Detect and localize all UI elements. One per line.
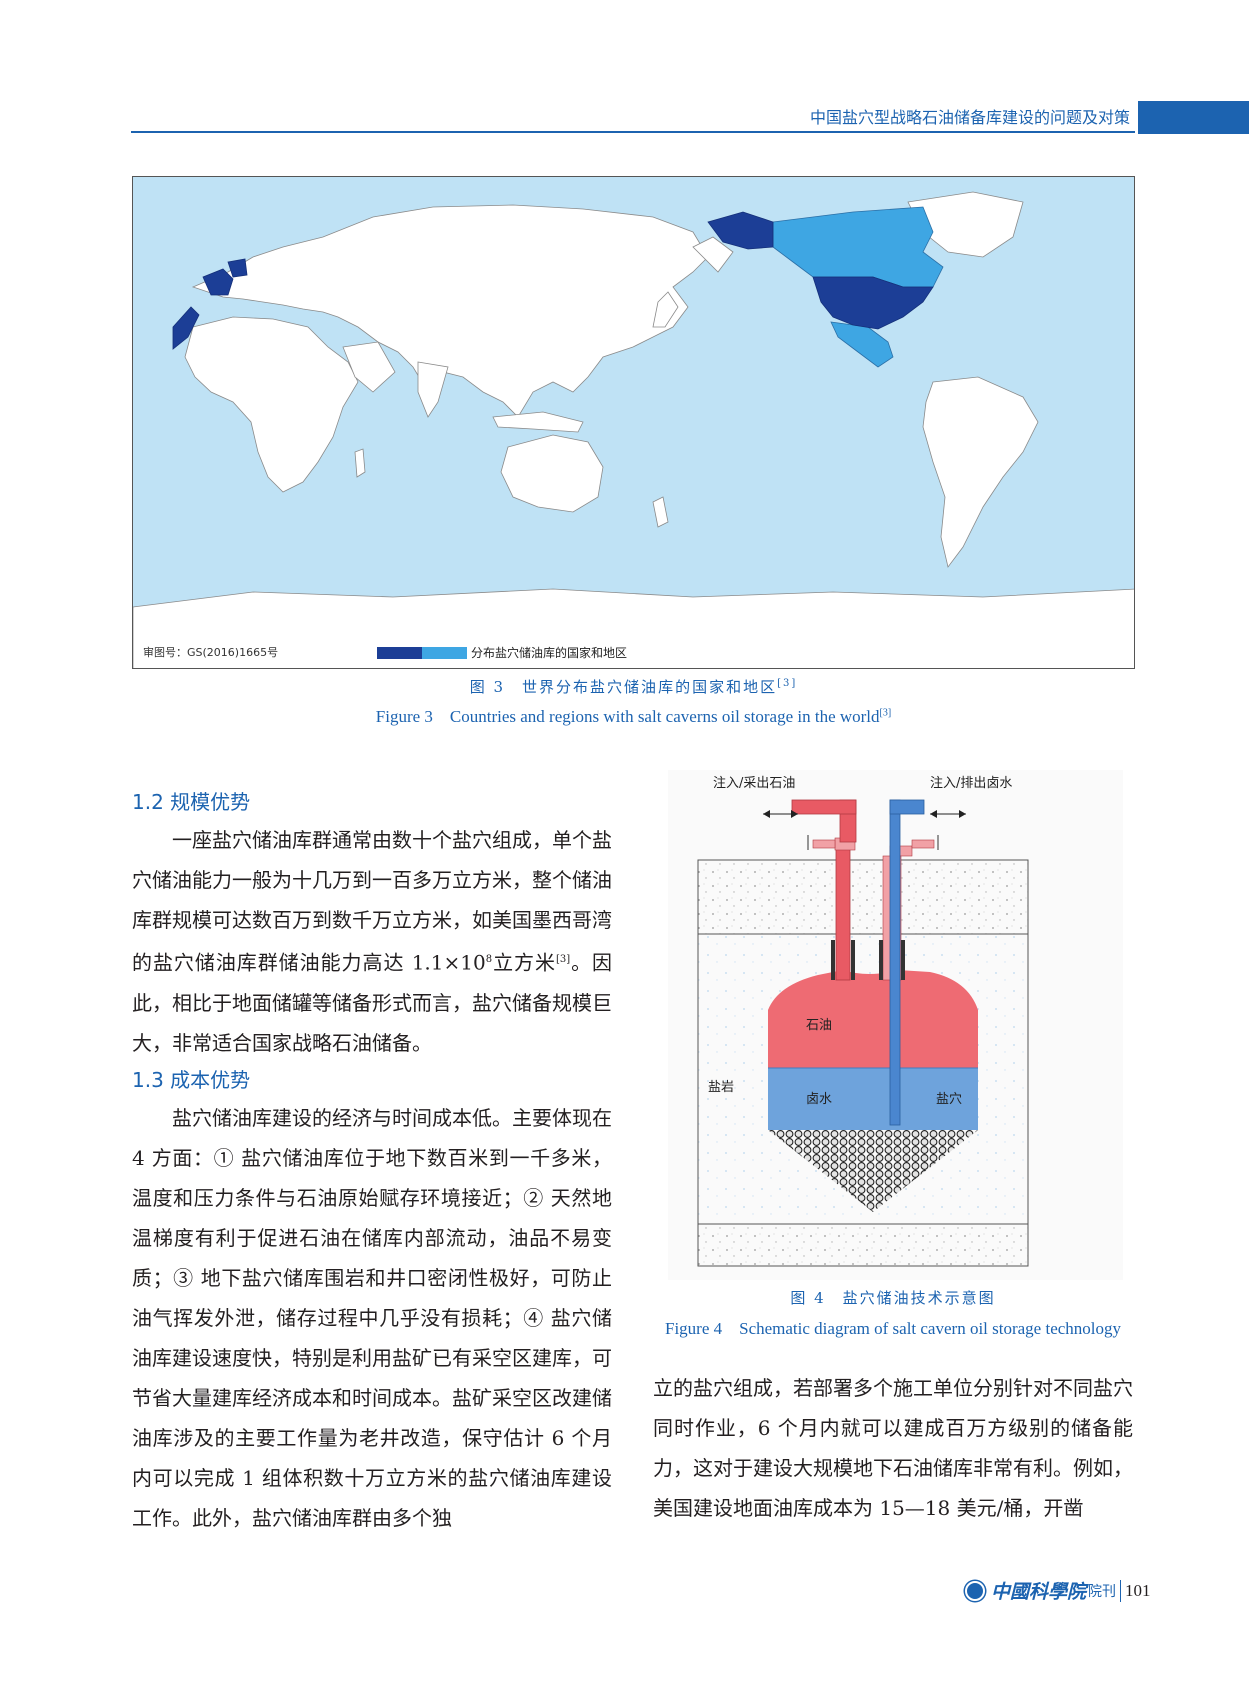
usa-region xyxy=(812,276,934,330)
cavern-schematic-figure: 注入/采出石油 注入/排出卤水 石油 卤水 盐岩 盐穴 xyxy=(668,770,1123,1280)
para-text: 一座盐穴储油库群通常由数十个盐穴组成，单个盐穴储油能力一般为十几万到一百多万立方… xyxy=(132,828,612,975)
running-title: 中国盐穴型战略石油储备库建设的问题及对策 xyxy=(809,108,1130,127)
germany-region xyxy=(227,258,248,278)
header-rule xyxy=(131,131,1135,133)
section-1-3-paragraph-cont: 立的盐穴组成，若部署多个施工单位分别针对不同盐穴同时作业，6 个月内就可以建成百… xyxy=(653,1376,1133,1520)
section-1-2-paragraph: 一座盐穴储油库群通常由数十个盐穴组成，单个盐穴储油能力一般为十几万到一百多万立方… xyxy=(132,820,612,1063)
india xyxy=(417,361,449,418)
madagascar xyxy=(354,448,366,478)
japan xyxy=(652,291,679,328)
australia xyxy=(500,434,604,513)
para-text: 立方米 xyxy=(492,950,556,975)
new-zealand xyxy=(652,496,669,528)
figure3-caption-en-ref: [3] xyxy=(879,707,892,719)
section-1-3-paragraph: 盐穴储油库建设的经济与时间成本低。主要体现在 4 方面：① 盐穴储油库位于地下数… xyxy=(132,1106,612,1530)
mexico-region xyxy=(830,321,894,368)
brine-zone xyxy=(768,1068,978,1130)
figure3-caption-cn: 图 3 世界分布盐穴储油库的国家和地区[3] xyxy=(132,676,1135,697)
label-salt-cavern: 盐穴 xyxy=(936,1092,963,1107)
para-text: 。因此，相比于地面储罐等储备形式而言，盐穴储备规模巨大，非常适合国家战略石油储备… xyxy=(132,950,613,1055)
legend-label: 分布盐穴储油库的国家和地区 xyxy=(471,646,628,660)
figure3-caption-cn-ref: [3] xyxy=(777,678,798,689)
section-1-3-body: 盐穴储油库建设的经济与时间成本低。主要体现在 4 方面：① 盐穴储油库位于地下数… xyxy=(132,1098,612,1538)
label-brine-inject-discharge: 注入/排出卤水 xyxy=(930,776,1013,791)
journal-brand-suffix: 院刊 xyxy=(1088,1583,1117,1600)
section-1-3-body-continued: 立的盐穴组成，若部署多个施工单位分别针对不同盐穴同时作业，6 个月内就可以建成百… xyxy=(653,1368,1133,1528)
portugal-morocco-region xyxy=(172,306,200,350)
citation-ref: [3] xyxy=(555,954,571,965)
label-oil-inject-extract: 注入/采出石油 xyxy=(713,776,796,791)
france-region xyxy=(202,268,234,296)
section-1-2-body: 一座盐穴储油库群通常由数十个盐穴组成，单个盐穴储油能力一般为十几万到一百多万立方… xyxy=(132,820,612,1063)
africa-landmass xyxy=(184,316,359,493)
footer-separator xyxy=(1120,1579,1122,1602)
kamchatka xyxy=(692,236,734,273)
world-map-svg xyxy=(133,191,1134,668)
legend-swatch-light xyxy=(422,646,467,659)
figure4-caption-en: Figure 4 Schematic diagram of salt caver… xyxy=(664,1319,1122,1338)
page-footer: 中國科學院 院刊 101 xyxy=(965,1577,1151,1604)
south-america xyxy=(922,376,1039,568)
label-oil: 石油 xyxy=(806,1018,833,1033)
map-review-number: 审图号：GS(2016)1665号 xyxy=(143,646,279,659)
arabia xyxy=(342,341,396,393)
figure4-caption-cn: 图 4 盐穴储油技术示意图 xyxy=(790,1289,996,1307)
map-legend: 分布盐穴储油库的国家和地区 xyxy=(377,644,627,661)
exponent: 8 xyxy=(485,954,493,965)
section-1-2-heading: 1.2 规模优势 xyxy=(132,790,251,814)
antarctica xyxy=(133,588,1134,668)
indonesia xyxy=(492,411,584,433)
insoluble-sediment xyxy=(768,1130,978,1212)
canada-region xyxy=(772,206,944,288)
label-salt-rock: 盐岩 xyxy=(708,1080,735,1095)
eurasia-landmass xyxy=(191,204,709,418)
cavern-schematic-svg xyxy=(697,799,1029,1267)
legend-swatch-dark xyxy=(377,646,422,659)
journal-brand: 中國科學院 xyxy=(991,1581,1087,1603)
figure3-caption-en: Figure 3 Countries and regions with salt… xyxy=(132,702,1135,727)
figure3-caption-cn-text: 图 3 世界分布盐穴储油库的国家和地区 xyxy=(469,678,778,696)
header-color-tab xyxy=(1138,101,1249,134)
section-1-3-heading: 1.3 成本优势 xyxy=(132,1068,251,1092)
cas-emblem-icon xyxy=(965,1580,985,1601)
label-brine: 卤水 xyxy=(806,1092,833,1107)
world-map-figure: 审图号：GS(2016)1665号 分布盐穴储油库的国家和地区 xyxy=(132,176,1135,669)
alaska-region xyxy=(707,211,774,250)
oil-zone xyxy=(768,970,978,1068)
page-number: 101 xyxy=(1125,1580,1151,1600)
figure3-caption-en-text: Figure 3 Countries and regions with salt… xyxy=(375,707,880,726)
